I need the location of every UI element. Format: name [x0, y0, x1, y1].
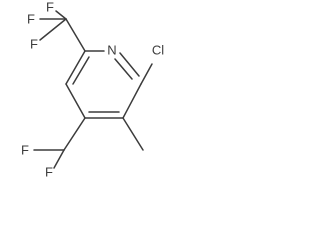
- bond-c5-c6: [65, 50, 86, 85]
- bond-c4-chf2: [63, 117, 86, 151]
- atom-label-f-cf3-bottom: F: [30, 37, 38, 52]
- bond-chf2-f-down: [53, 149, 65, 169]
- double-bond-c5-c6: [72, 56, 90, 85]
- atom-label-cl: Cl: [152, 43, 164, 58]
- atom-label-f-top: F: [46, 0, 54, 15]
- bond-c2-c3: [122, 83, 142, 119]
- molecule-structure: N Cl F F F F F: [21, 0, 164, 178]
- atom-label-n: N: [107, 43, 116, 58]
- bond-c2-cl: [140, 63, 153, 85]
- bond-cf3-f-top: [55, 10, 67, 20]
- double-bond-n-c2: [114, 58, 133, 80]
- substituent-bonds: [33, 10, 153, 169]
- ring-bonds: [65, 50, 142, 119]
- bond-n-c2: [119, 52, 140, 77]
- bond-c6-cf3: [65, 18, 86, 52]
- bond-c3-methyl: [122, 117, 144, 151]
- atom-label-f-cf3-left: F: [27, 12, 35, 27]
- atom-label-f-chf2-left: F: [21, 143, 29, 158]
- bond-c4-c5: [65, 83, 86, 119]
- atom-label-f-chf2-down: F: [45, 165, 53, 179]
- bond-cf3-f-bottom: [39, 18, 67, 41]
- structure-canvas: N Cl F F F F F: [0, 0, 192, 178]
- atom-labels: N Cl F F F F F: [21, 0, 164, 178]
